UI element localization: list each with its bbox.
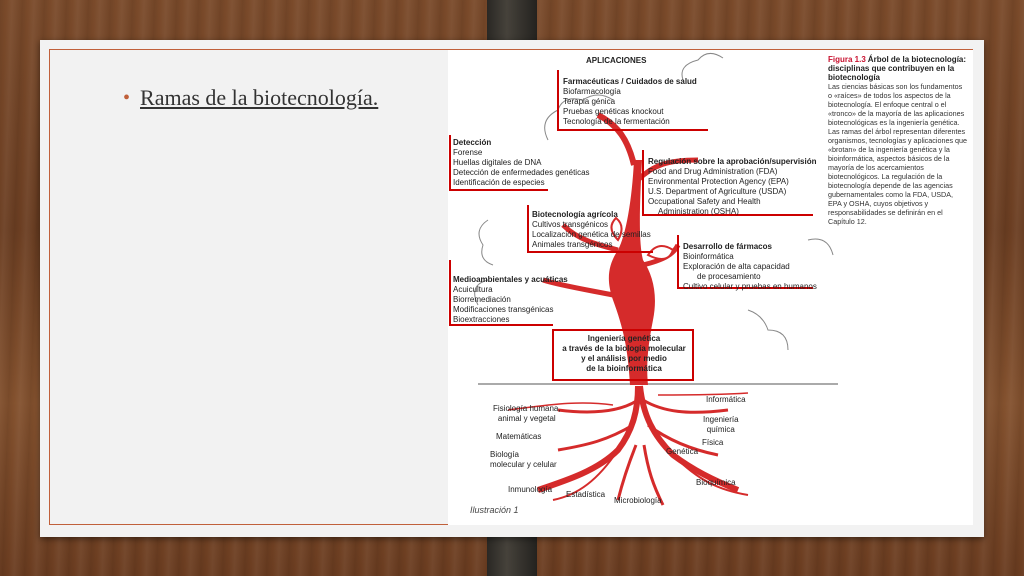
branch-deteccion bbox=[561, 223, 619, 253]
caption-title: Árbol de la biotecnología: disciplinas q… bbox=[828, 55, 967, 82]
farmacos-title: Desarrollo de fármacos bbox=[683, 242, 772, 251]
root-biologia: Biología molecular y celular bbox=[490, 450, 557, 470]
farma-item: Biofarmacología bbox=[563, 87, 621, 96]
root-matematicas: Matemáticas bbox=[496, 432, 542, 441]
root-genetica: Genética bbox=[666, 447, 699, 456]
root-inmunologia: Inmunología bbox=[508, 485, 553, 494]
root-informatica: Informática bbox=[706, 395, 746, 404]
medio-item: Acuicultura bbox=[453, 285, 493, 294]
tree-trunk bbox=[608, 160, 655, 385]
root-bioquimica: Bioquímica bbox=[696, 478, 736, 487]
tree-roots bbox=[507, 385, 749, 506]
root-label: Biología bbox=[490, 450, 519, 459]
medio-item: Biorremediación bbox=[453, 295, 511, 304]
farmacos-item: de procesamiento bbox=[697, 272, 761, 281]
medio-box: Medioambientales y acuáticas Acuicultura… bbox=[453, 275, 568, 325]
illustration-label: Ilustración 1 bbox=[470, 505, 519, 515]
deteccion-title: Detección bbox=[453, 138, 492, 147]
box-borders bbox=[449, 70, 813, 381]
leaf-shapes bbox=[610, 216, 675, 260]
root-fisica: Física bbox=[702, 438, 724, 447]
tree-drawing bbox=[449, 53, 838, 506]
ingenieria-line: Ingeniería genética bbox=[587, 334, 661, 343]
root-label: animal y vegetal bbox=[497, 414, 556, 423]
applications-header: APLICACIONES bbox=[586, 56, 647, 65]
bullet-icon: • bbox=[123, 86, 131, 109]
farma-item: Terapia génica bbox=[563, 97, 616, 106]
regulacion-item: Food and Drug Administration (FDA) bbox=[648, 167, 778, 176]
biotech-tree-figure: APLICACIONES Farmacéuticas / Cuidados de… bbox=[448, 50, 973, 525]
agricola-item: Cultivos transgénicos bbox=[532, 220, 609, 229]
deteccion-item: Identificación de especies bbox=[453, 178, 545, 187]
figure-caption: Figura 1.3 Árbol de la biotecnología: di… bbox=[828, 55, 968, 226]
branch-medio bbox=[542, 277, 614, 298]
root-label: Fisiología humana, bbox=[493, 404, 561, 413]
regulacion-item: Environmental Protection Agency (EPA) bbox=[648, 177, 789, 186]
deteccion-box: Detección Forense Huellas digitales de D… bbox=[453, 138, 590, 188]
root-label: Ingeniería bbox=[703, 415, 739, 424]
medio-item: Modificaciones transgénicas bbox=[453, 305, 554, 314]
farmacos-box: Desarrollo de fármacos Bioinformática Ex… bbox=[683, 242, 817, 292]
agricola-title: Biotecnología agrícola bbox=[532, 210, 618, 219]
caption-figure-number: Figura 1.3 bbox=[828, 55, 866, 64]
agricola-box: Biotecnología agrícola Cultivos transgén… bbox=[532, 210, 651, 250]
root-fisiologia: Fisiología humana, animal y vegetal bbox=[493, 404, 561, 424]
deteccion-item: Detección de enfermedades genéticas bbox=[453, 168, 590, 177]
regulacion-box: Regulación sobre la aprobación/supervisi… bbox=[648, 157, 816, 217]
slide: • Ramas de la biotecnología. bbox=[40, 40, 984, 537]
agricola-item: Localización genética de semillas bbox=[532, 230, 651, 239]
ingenieria-line: a través de la biología molecular bbox=[562, 344, 686, 353]
root-estadistica: Estadística bbox=[566, 490, 606, 499]
regulacion-item: Administration (OSHA) bbox=[658, 207, 739, 216]
regulacion-item: Occupational Safety and Health bbox=[648, 197, 761, 206]
bullet-link[interactable]: Ramas de la biotecnología. bbox=[140, 85, 379, 110]
medio-title: Medioambientales y acuáticas bbox=[453, 275, 568, 284]
root-label: química bbox=[706, 425, 735, 434]
foliage-outline bbox=[474, 53, 834, 351]
farmacos-item: Exploración de alta capacidad bbox=[683, 262, 790, 271]
deteccion-item: Huellas digitales de DNA bbox=[453, 158, 542, 167]
farma-item: Pruebas genéticas knockout bbox=[563, 107, 664, 116]
farma-item: Tecnología de la fermentación bbox=[563, 117, 670, 126]
root-microbiologia: Microbiología bbox=[614, 496, 662, 505]
agricola-item: Animales transgénicos bbox=[532, 240, 613, 249]
ingenieria-line: de la bioinformática bbox=[586, 364, 662, 373]
medio-item: Bioextracciones bbox=[453, 315, 510, 324]
root-label: molecular y celular bbox=[490, 460, 557, 469]
regulacion-item: U.S. Department of Agriculture (USDA) bbox=[648, 187, 787, 196]
farmacos-item: Cultivo celular y pruebas en humanos bbox=[683, 282, 817, 291]
caption-body: Las ciencias básicas son los fundamentos… bbox=[828, 82, 968, 226]
ingenieria-line: y el análisis por medio bbox=[581, 354, 667, 363]
farma-box: Farmacéuticas / Cuidados de salud Biofar… bbox=[563, 77, 697, 127]
regulacion-title: Regulación sobre la aprobación/supervisi… bbox=[648, 157, 817, 166]
bullet-item: • Ramas de la biotecnología. bbox=[123, 85, 378, 111]
farma-title: Farmacéuticas / Cuidados de salud bbox=[563, 77, 697, 86]
branch-farma bbox=[596, 112, 637, 166]
root-ingquimica: Ingeniería química bbox=[703, 415, 739, 435]
deteccion-item: Forense bbox=[453, 148, 483, 157]
ingenieria-box: Ingeniería genética a través de la biolo… bbox=[560, 334, 688, 374]
farmacos-item: Bioinformática bbox=[683, 252, 734, 261]
